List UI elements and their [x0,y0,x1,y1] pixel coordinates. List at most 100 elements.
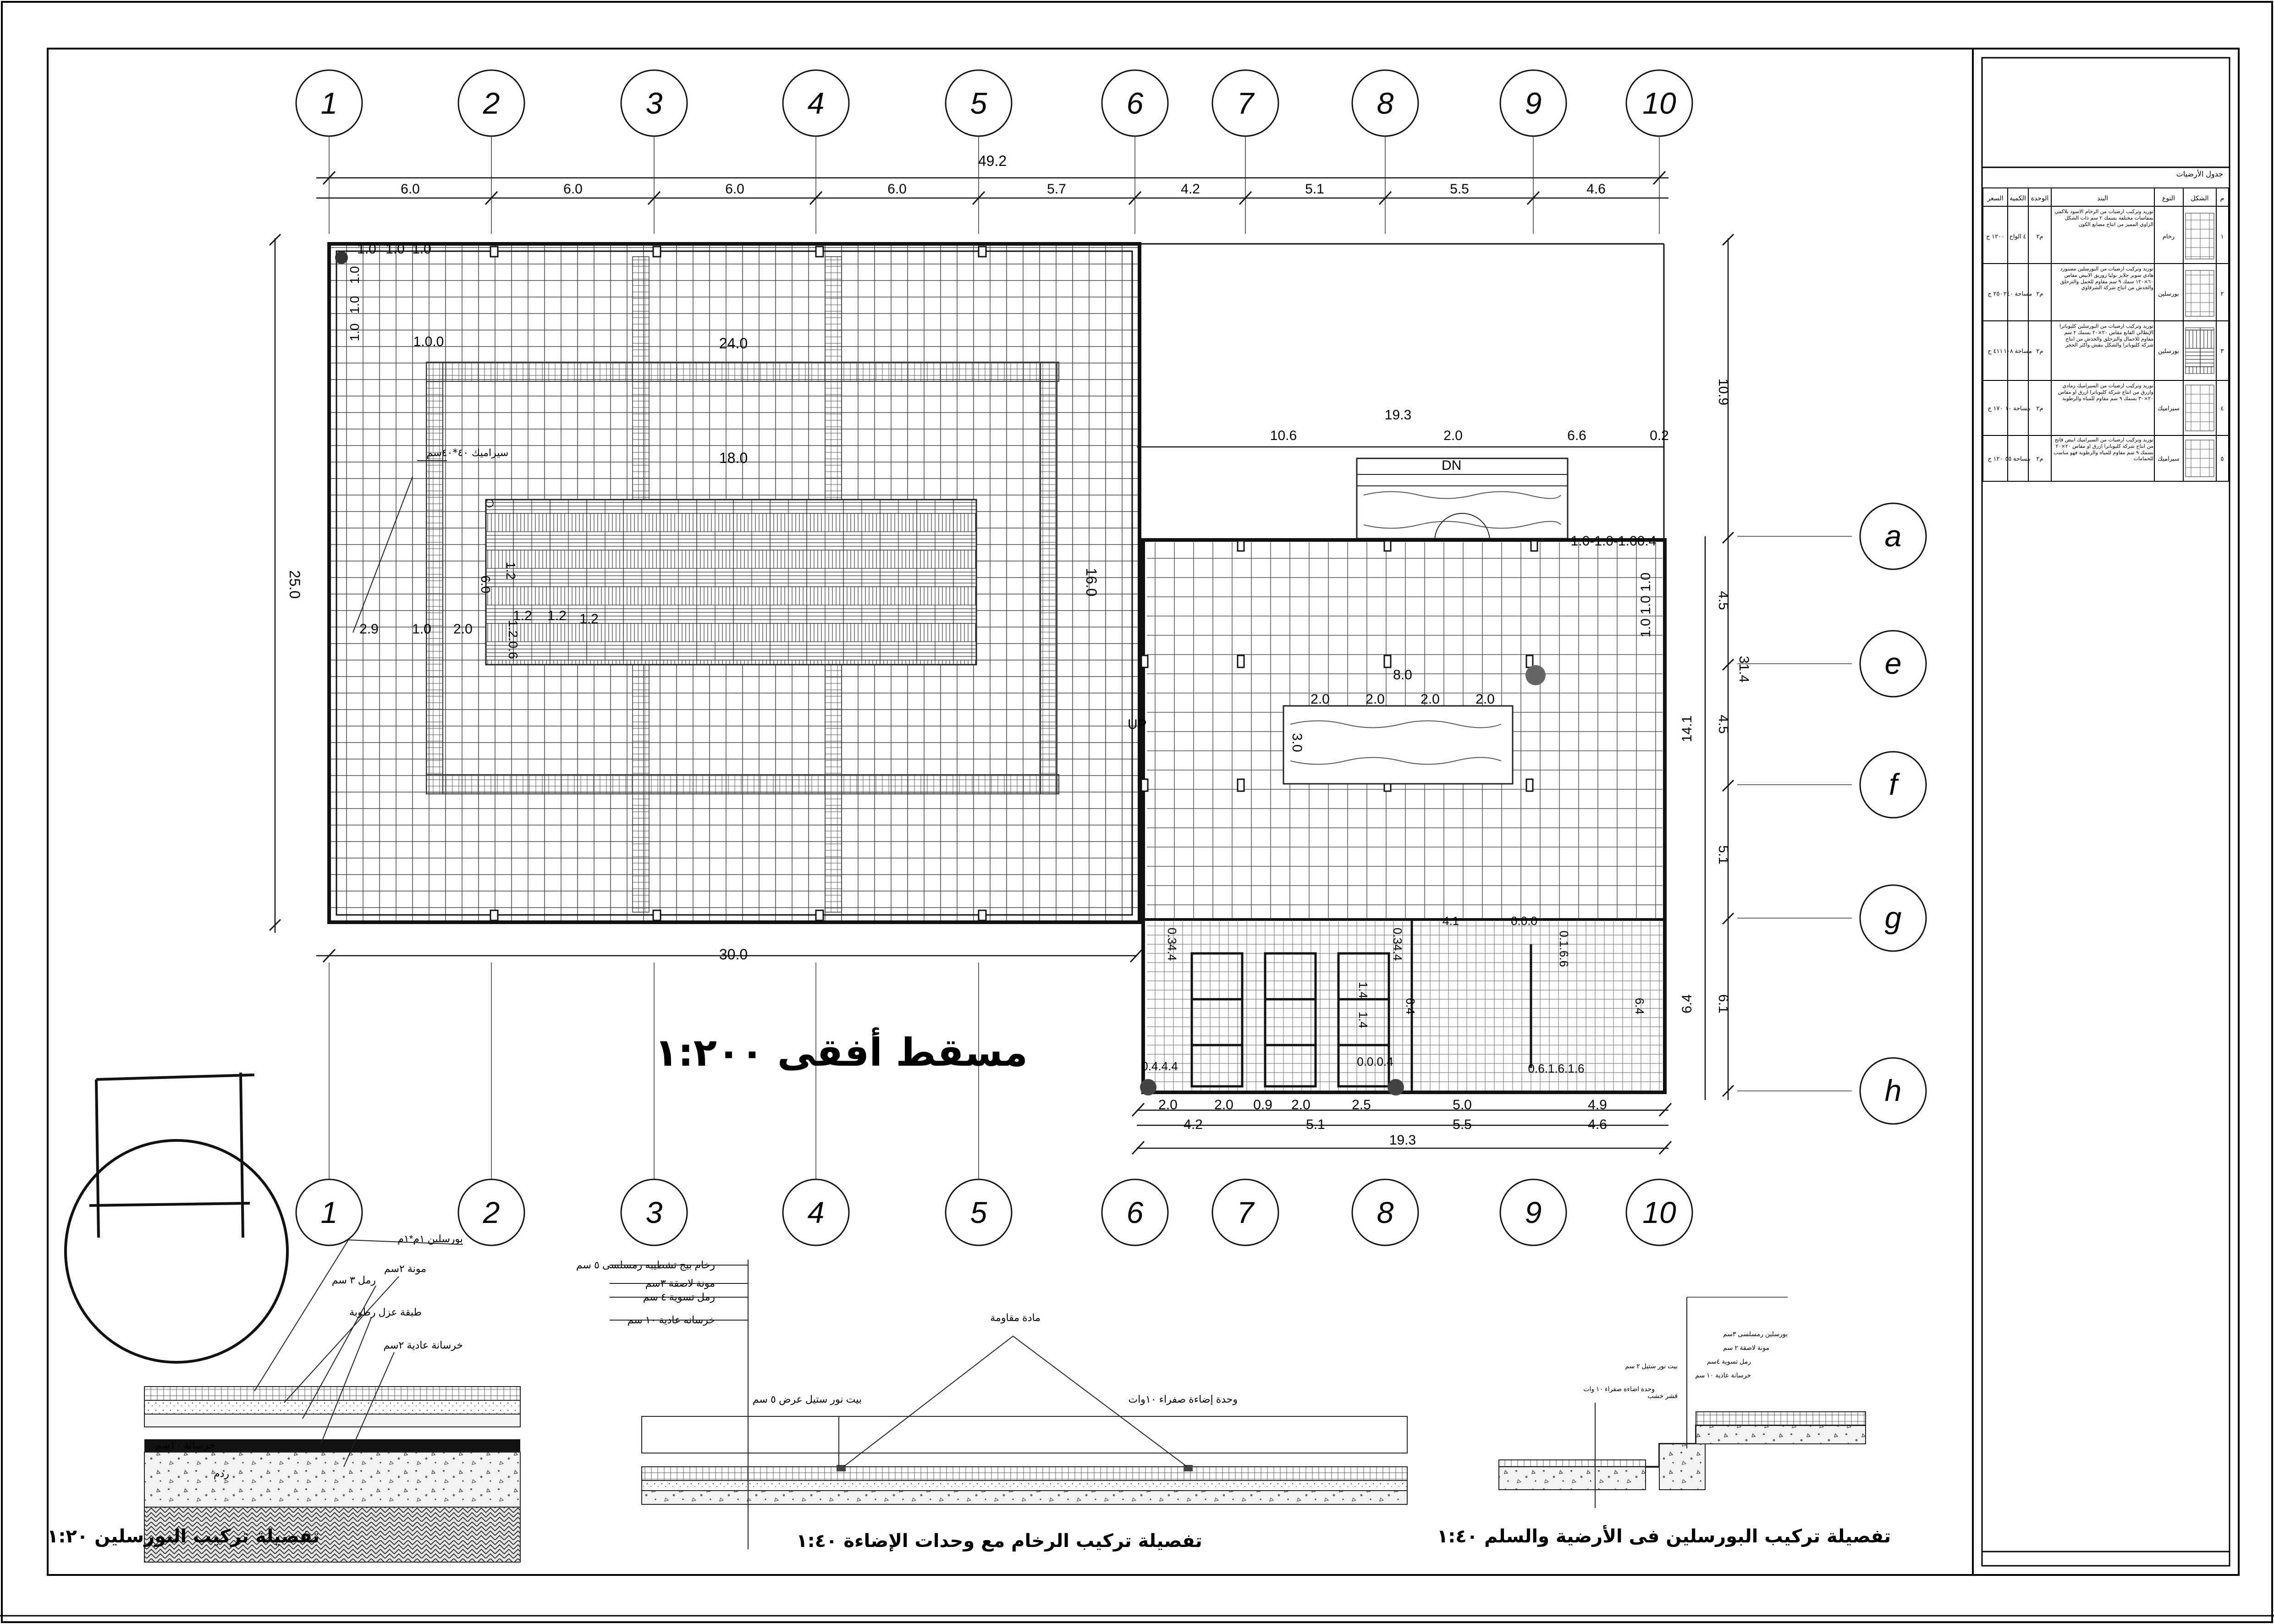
schedule-qty: مساحة ٢٤٠ [2004,290,2032,297]
schedule-no: ١ [2221,233,2224,240]
schedule-type: رخام [2163,233,2175,240]
schedule-title: جدول الأرضيات [2176,169,2223,179]
detail1-note: ردم [214,1468,229,1480]
detail1-note: خرسانة ١٠سم [155,1439,215,1451]
dim-wc: 6.4 [1404,998,1417,1014]
column-axis-label: 8 [1377,1195,1394,1229]
column-axis-label: 1 [321,1195,338,1229]
tile-note: سيراميك ٤٠*٤٠سم [427,447,509,459]
column-axis-label: 6 [1127,86,1144,120]
detail1-note: مونة ٢سم [384,1263,426,1275]
detail2-note: وحدة إضاءة صفراء ١٠وات [1128,1393,1238,1405]
dim-bottom-row2: 4.6 [1588,1117,1607,1132]
dim-wc: 0.0.0 [1511,914,1537,928]
dim-pattern: 1.2 [547,608,567,623]
dim-bottom-row2: 4.2 [1184,1117,1203,1132]
dim-wc: 1.4 [1356,982,1370,998]
dim-hall-left: 1.0 [412,622,431,637]
dim-right-top-span: 2.0 [1443,428,1463,443]
column-axis-label: 4 [808,86,825,120]
dim-right-span: 4.5 [1716,715,1731,734]
schedule-type: بورسلين [2158,347,2179,355]
dim-right-room-row: 2.0 [1366,692,1385,707]
dim-wc: 4.1 [1443,914,1459,928]
inner-stair [1283,705,1514,785]
schedule-header: السعر [1987,194,2003,202]
dim-right-room-row: 2.0 [1310,692,1330,707]
dim-right-mid: 14.1 [1679,716,1695,742]
dim-hall-grid-left: 1.0 [347,296,362,314]
dim-wc: 0.34.4 [1165,928,1179,961]
schedule-desc: توريد وتركيب ارضيات من السيراميك رمادي و… [2058,383,2153,402]
detail-callout-circle [64,1070,289,1503]
dim-right-span: 5.1 [1716,845,1731,864]
dim-right-overall: 31.4 [1736,656,1751,683]
schedule-no: ٣ [2221,347,2224,354]
dim-right-room-small: 1.0-1.0-1.00.4 [1571,534,1657,549]
dim-hall-left: 2.0 [453,622,473,637]
dim-wc: 0.0.0.4 [1357,1055,1393,1068]
stair-dn-label: DN [1442,458,1461,473]
column-axis-label: 2 [483,1195,500,1229]
dim-overall-top: 49.2 [978,153,1007,169]
dim-bottom-row1: 2.0 [1214,1097,1233,1112]
detail-marble-lighting: رخام بيج تشطيبه رمسلسى ٥ سم مونة لاصقة ٣… [576,1259,1408,1552]
schedule-desc: توريد وتركيب ارضيات من السيراميك ابيض فا… [2054,437,2153,462]
dim-hall-grid: 1.0 [412,242,431,257]
floor-schedule-table: م الشكل النوع البند الوحدة الكمية السعر … [1982,187,2229,482]
dim-right-top-overall: 19.3 [1385,407,1411,423]
dim-hall-grid: 1.0 [385,242,405,257]
schedule-type: سيراميك [2158,405,2179,412]
dim-bottom-overall: 19.3 [1389,1133,1416,1148]
dim-right-top-span: 10.6 [1270,428,1297,443]
schedule-qty: مساحة ١٠ [2005,405,2030,412]
column-axis-label: 9 [1525,1195,1542,1229]
dim-wc: 0.1.6.6 [1557,930,1571,967]
dim-bottom-row2: 5.1 [1306,1117,1325,1132]
dim-pattern: 1.2 [579,611,599,627]
schedule-price: ١٢٠ ج [1988,455,2003,462]
column-axis-label: 8 [1377,86,1394,120]
row-axis-label: a [1885,519,1902,553]
dim-wc: 0.34.4 [1391,928,1404,961]
dim-wc: 6.4 [1633,998,1646,1014]
schedule-no: ٢ [2221,290,2224,297]
dim-wc: 1.4 [1356,1012,1370,1028]
detail2-note: بيت نور ستيل عرض ٥ سم [753,1393,862,1405]
column-axis-label: 7 [1237,1195,1255,1229]
dim-bottom-row1: 0.9 [1253,1097,1272,1112]
schedule-unit: م٢ [2036,405,2043,412]
dim-pattern: 1.2 [504,562,518,580]
schedule-price: ٢٥٠ ج [1988,290,2003,297]
schedule-qty: مساحة ٥٥ [2005,455,2030,462]
detail2-title: تفصيلة تركيب الرخام مع وحدات الإضاءة ١:٤… [796,1530,1202,1552]
dim-top-span: 5.5 [1450,182,1469,197]
schedule-qty: ٤ الواح [2010,233,2026,240]
dim-hall-grid: 1.0 [357,242,376,257]
schedule-header: النوع [2162,194,2175,202]
column-axes [295,69,1693,1246]
schedule-header: الوحدة [2031,194,2049,202]
schedule-header: البند [2097,194,2108,202]
dim-bottom-row2: 5.5 [1453,1117,1472,1132]
column-axis-label: 3 [646,1195,663,1229]
column-axis-label: 5 [970,1195,987,1229]
column-axis-label: 10 [1642,86,1676,120]
dim-hall-grid-small: 1.0.0 [413,334,444,349]
floor-plan: DN [269,69,1927,1246]
dim-left-overall: 25.0 [286,570,303,599]
schedule-no: ٤ [2221,405,2224,412]
schedule-type: بورسلين [2158,290,2179,297]
stair-up-label: UP [1128,717,1147,732]
column-axis-label: 7 [1237,86,1255,120]
column-axis-label: 6 [1127,1195,1144,1229]
schedule-price: ١٧٠ ج [1988,405,2003,412]
schedule-unit: م٢ [2036,290,2043,297]
dim-hall-length: 30.0 [719,946,748,963]
dim-right-span: 6.1 [1716,994,1731,1013]
schedule-price: ٤١١ ج [1988,347,2003,355]
dim-bottom-row1: 2.0 [1158,1097,1178,1112]
schedule-qty: مساحة ١٠٨ [2004,347,2032,354]
detail1-note: طبقة عزل رطوبة [349,1306,422,1318]
